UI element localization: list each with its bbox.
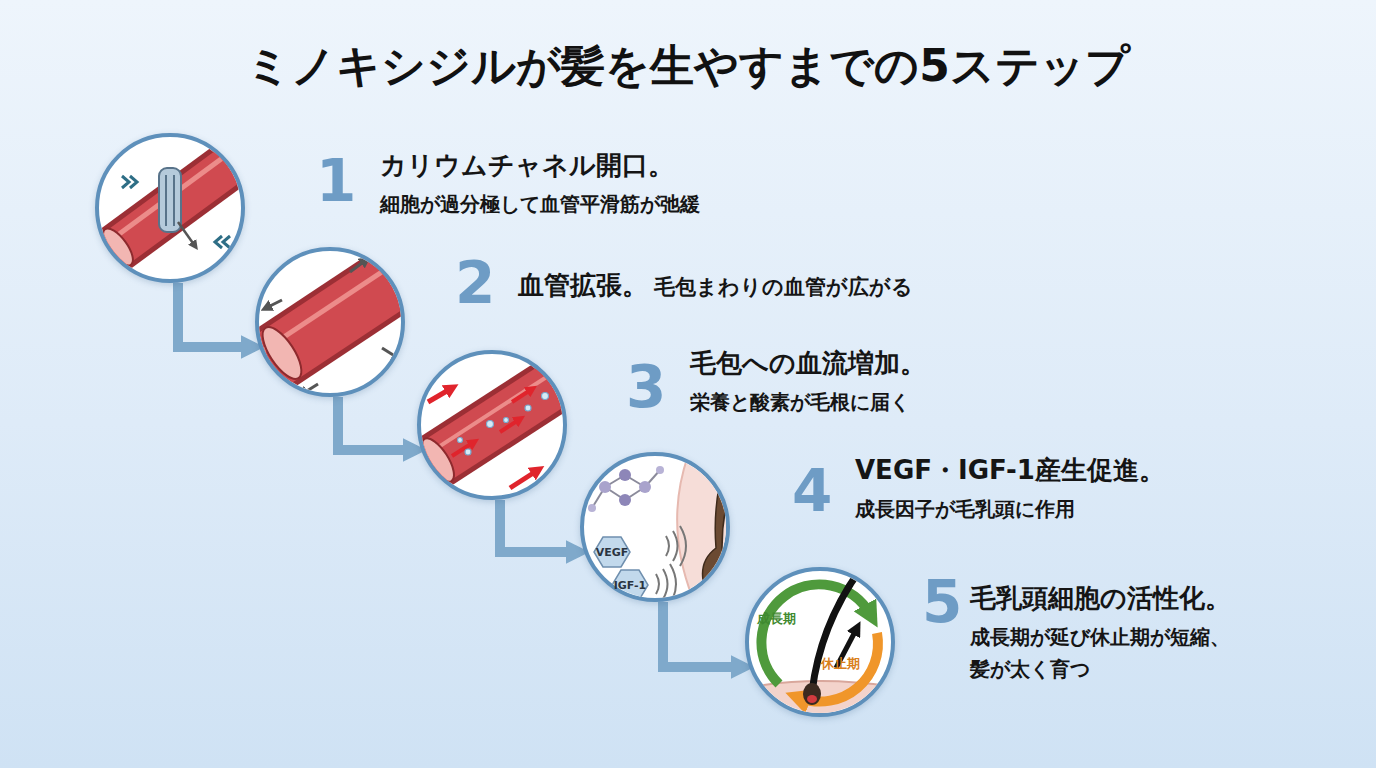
step-heading: 血管拡張。 xyxy=(518,268,648,302)
step-arrow xyxy=(178,283,255,347)
step-number: 2 xyxy=(455,254,495,312)
diagram-title: ミノキシジルが髪を生やすまでの5ステップ xyxy=(0,36,1376,96)
diagram-label: VEGF xyxy=(596,546,629,559)
step-text: 血管拡張。毛包まわりの血管が広がる xyxy=(518,268,1138,303)
step-description: 栄養と酸素が毛根に届く xyxy=(690,386,1190,418)
step-description: 成長因子が毛乳頭に作用 xyxy=(855,493,1335,525)
step-text: VEGF・IGF-1産生促進。成長因子が毛乳頭に作用 xyxy=(855,453,1335,525)
diagram-label: IGF-1 xyxy=(614,579,647,592)
step-arrow xyxy=(663,602,745,667)
step-heading: カリウムチャネル開口。 xyxy=(380,148,980,182)
step-number: 5 xyxy=(922,573,962,631)
step-circle: 2血管拡張。毛包まわりの血管が広がる xyxy=(255,247,405,397)
step-heading: 毛包への血流増加。 xyxy=(690,346,1190,380)
diagram-label: 成長期 xyxy=(757,610,796,628)
step-text: カリウムチャネル開口。細胞が過分極して血管平滑筋が弛緩 xyxy=(380,148,980,220)
step-number: 3 xyxy=(626,358,666,416)
step-number: 1 xyxy=(316,152,356,210)
step-description: 細胞が過分極して血管平滑筋が弛緩 xyxy=(380,188,980,220)
hair-cycle-art xyxy=(745,545,900,720)
step-text: 毛乳頭細胞の活性化。成長期が延び休止期が短縮、 髪が太く育つ xyxy=(970,581,1252,685)
diagram-label: 休止期 xyxy=(821,655,860,673)
step-arrow xyxy=(338,397,417,450)
step-number: 4 xyxy=(792,462,832,520)
step-circle: 1カリウムチャネル開口。細胞が過分極して血管平滑筋が弛緩 xyxy=(95,133,245,283)
step-heading: 毛乳頭細胞の活性化。 xyxy=(970,581,1252,615)
step-text: 毛包への血流増加。栄養と酸素が毛根に届く xyxy=(690,346,1190,418)
step-circle: 4VEGF・IGF-1産生促進。成長因子が毛乳頭に作用 xyxy=(580,452,730,602)
step-description: 成長期が延び休止期が短縮、 髪が太く育つ xyxy=(970,621,1252,685)
step-heading: VEGF・IGF-1産生促進。 xyxy=(855,453,1335,487)
step-arrow xyxy=(500,500,580,552)
step-description: 毛包まわりの血管が広がる xyxy=(654,271,913,303)
step-circle: 3毛包への血流増加。栄養と酸素が毛根に届く xyxy=(417,350,567,500)
step-circle: 5毛乳頭細胞の活性化。成長期が延び休止期が短縮、 髪が太く育つ xyxy=(745,567,895,717)
